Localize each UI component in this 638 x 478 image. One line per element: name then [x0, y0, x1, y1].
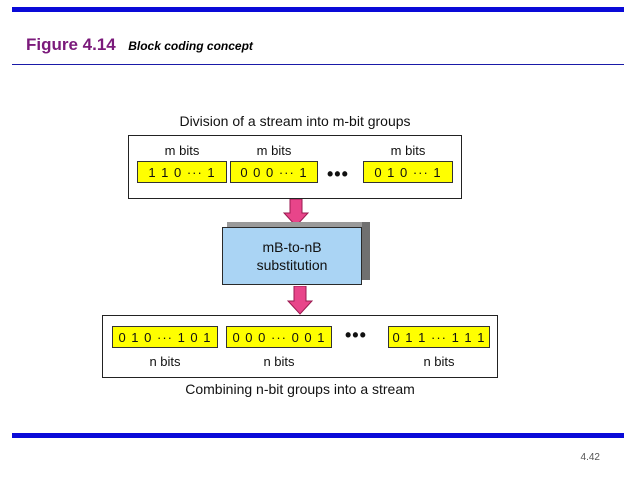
bit-block: 0 1 0 ··· 1 0 1 [112, 326, 218, 348]
slide-number: 4.42 [580, 452, 600, 463]
down-arrow-icon [283, 199, 309, 227]
bit-block: 1 1 0 ··· 1 [137, 161, 227, 183]
m-bit-group: m bits 0 0 0 ··· 1 [230, 143, 318, 183]
substitution-box: mB-to-nB substitution [222, 227, 362, 285]
n-bit-group: 0 0 0 ··· 0 0 1 n bits [226, 326, 332, 369]
down-arrow-icon [287, 286, 313, 315]
bottom-rule [12, 433, 624, 438]
division-caption: Division of a stream into m-bit groups [179, 113, 411, 129]
m-bit-stream-box: m bits 1 1 0 ··· 1 m bits 0 0 0 ··· 1 ••… [128, 135, 462, 199]
substitution-line1: mB-to-nB [262, 239, 322, 255]
group-label: m bits [164, 143, 200, 158]
bit-block: 0 0 0 ··· 0 0 1 [226, 326, 332, 348]
figure-title: Figure 4.14 Block coding concept [26, 35, 253, 55]
top-rule [12, 7, 624, 12]
substitution-box-side [362, 222, 370, 280]
substitution-box-top [227, 222, 370, 227]
ellipsis: ••• [345, 325, 367, 345]
bit-block: 0 1 1 ··· 1 1 1 [388, 326, 490, 348]
figure-caption: Block coding concept [128, 39, 253, 53]
n-bit-group: 0 1 0 ··· 1 0 1 n bits [112, 326, 218, 369]
bit-block: 0 1 0 ··· 1 [363, 161, 453, 183]
substitution-line2: substitution [256, 257, 328, 273]
bit-block: 0 0 0 ··· 1 [230, 161, 318, 183]
group-label: n bits [149, 354, 181, 369]
combining-caption: Combining n-bit groups into a stream [185, 381, 415, 397]
m-bit-group: m bits 1 1 0 ··· 1 [137, 143, 227, 183]
figure-number: Figure 4.14 [26, 35, 116, 54]
ellipsis: ••• [327, 164, 349, 184]
group-label: m bits [390, 143, 426, 158]
n-bit-stream-box: 0 1 0 ··· 1 0 1 n bits 0 0 0 ··· 0 0 1 n… [102, 315, 498, 378]
group-label: m bits [256, 143, 292, 158]
title-divider [12, 64, 624, 65]
group-label: n bits [423, 354, 455, 369]
group-label: n bits [263, 354, 295, 369]
n-bit-group: 0 1 1 ··· 1 1 1 n bits [388, 326, 490, 369]
m-bit-group: m bits 0 1 0 ··· 1 [363, 143, 453, 183]
